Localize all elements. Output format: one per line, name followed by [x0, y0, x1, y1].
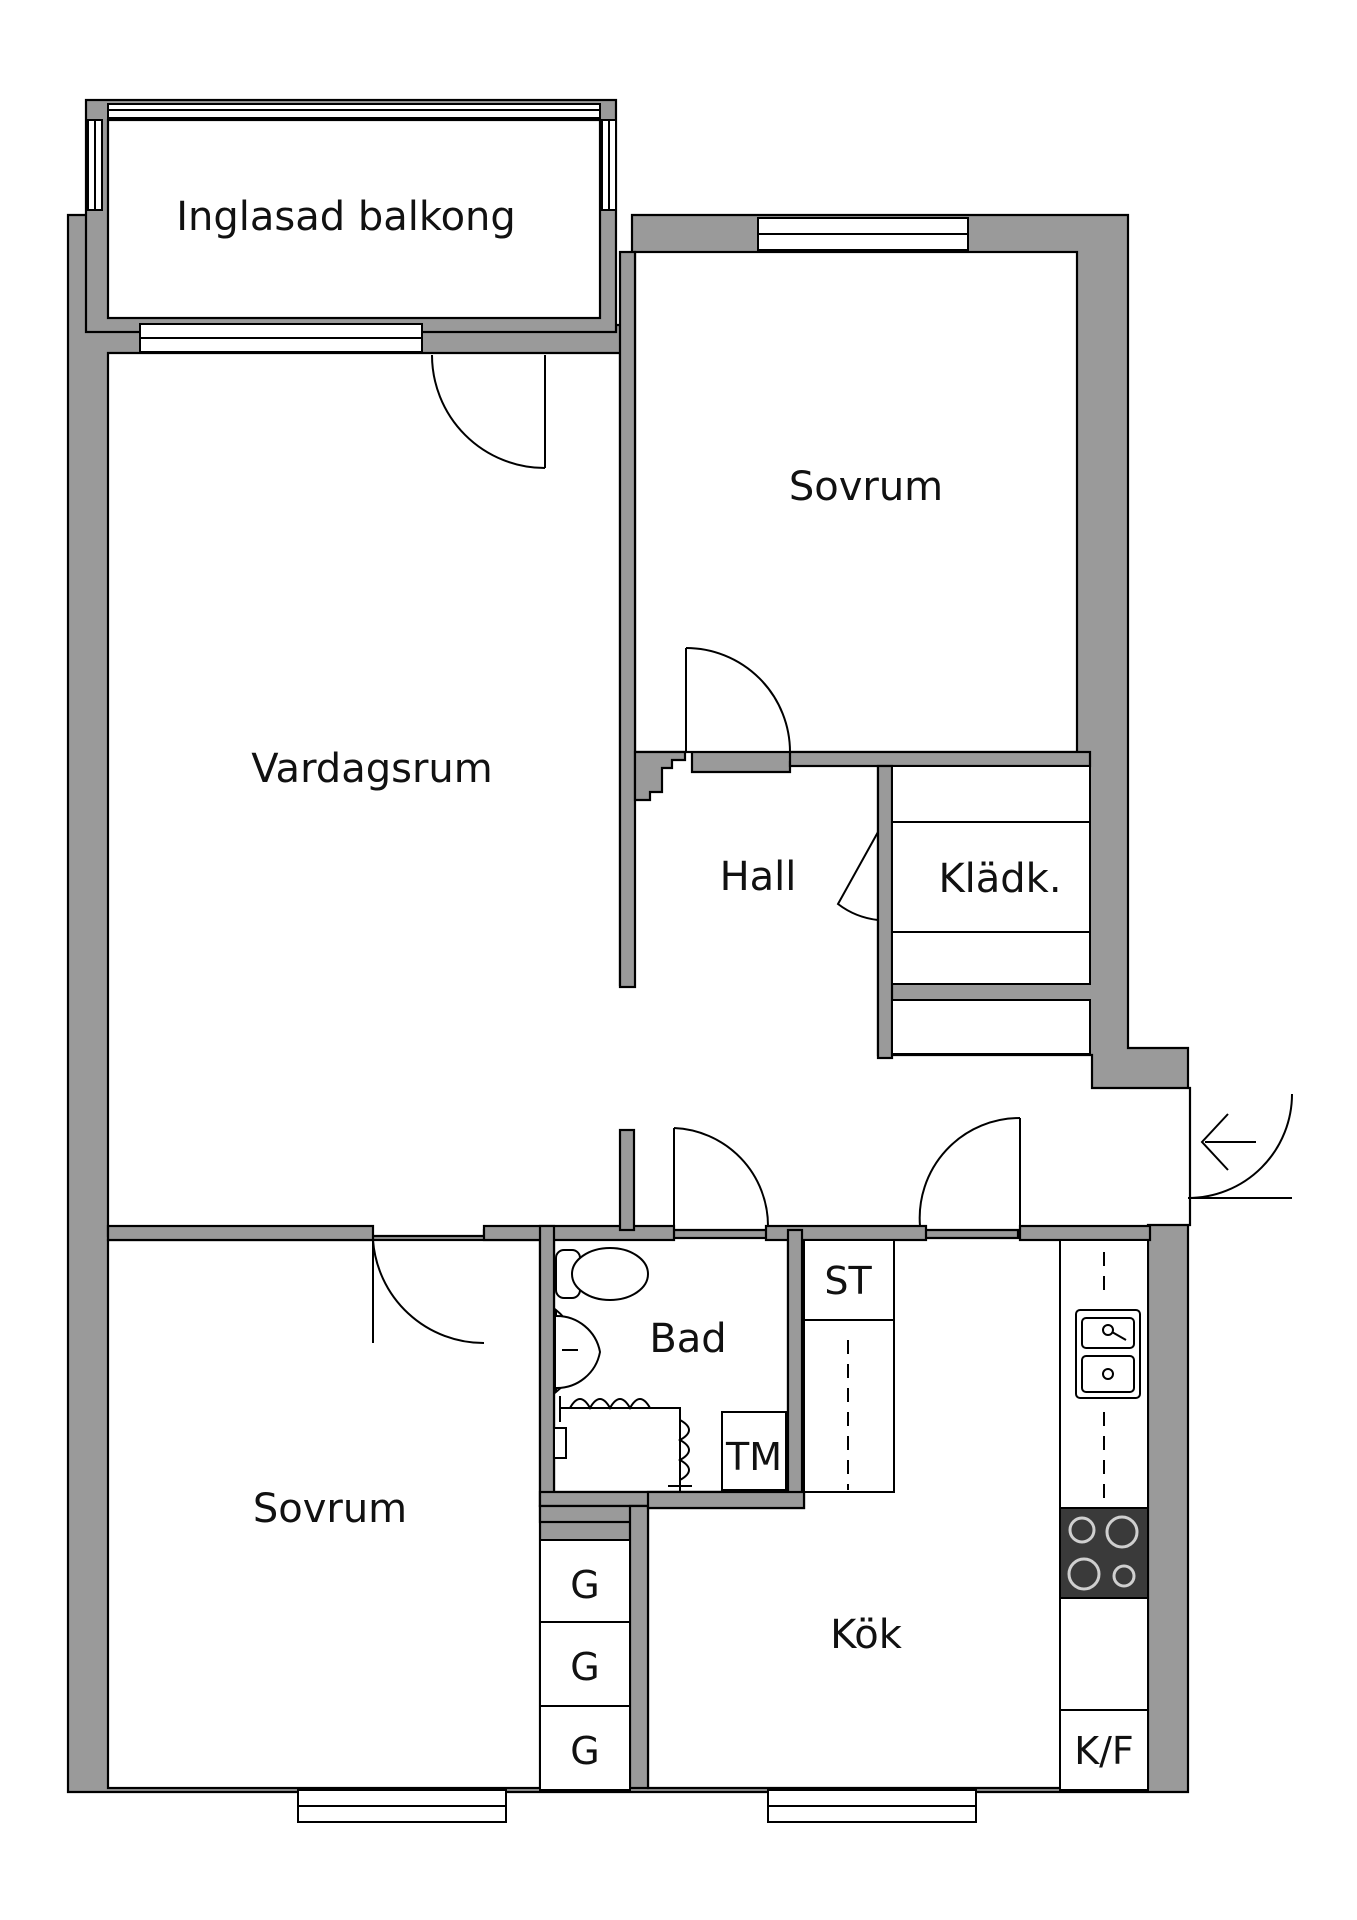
- fridge-freezer-box: [1059, 1709, 1149, 1791]
- label-hall: Hall: [720, 854, 797, 900]
- wardrobe-door: [836, 831, 879, 921]
- partition-bedroom-hall: [633, 750, 687, 802]
- bath-door-swing: [673, 1127, 770, 1227]
- label-wardrobe: Klädk.: [938, 856, 1061, 902]
- label-fridge-freezer: K/F: [1074, 1729, 1134, 1773]
- bedroom-top-door-swing: [685, 647, 791, 753]
- bath-wall-left: [538, 1224, 556, 1508]
- label-dryer: TM: [725, 1435, 782, 1479]
- closet-box-1: [539, 1539, 631, 1623]
- closet-wall-right: [628, 1504, 650, 1790]
- doors: [372, 354, 1293, 1345]
- label-closet-2: G: [570, 1645, 599, 1689]
- bedroom-top-area: [633, 250, 1079, 754]
- dryer-box: [721, 1411, 787, 1491]
- toilet-icon: [555, 1247, 649, 1301]
- bath-wall-right: [786, 1228, 804, 1508]
- hob-icon: [1059, 1507, 1149, 1599]
- windows: [87, 103, 977, 1823]
- partition-living-bedroom: [618, 250, 637, 989]
- storage-box: [803, 1239, 895, 1321]
- stub-wall: [618, 1128, 636, 1232]
- storage-cabinets: [539, 1239, 895, 1791]
- kitchen-sink-icon: [1075, 1309, 1141, 1399]
- partition-hall-kitchen: [1018, 1224, 1152, 1242]
- label-closet-3: G: [570, 1729, 599, 1773]
- label-balcony: Inglasad balkong: [176, 194, 516, 240]
- label-kitchen: Kök: [830, 1612, 903, 1658]
- partition-living-bedroom-bottom: [106, 1224, 375, 1242]
- label-bathroom: Bad: [649, 1316, 726, 1362]
- washbasin-icon: [555, 1307, 602, 1395]
- closet-box-3: [539, 1705, 631, 1791]
- wardrobe-shelves: [891, 765, 1091, 1055]
- kitchen-counter: [1059, 1239, 1149, 1791]
- kitchen-left-wall: [646, 1490, 806, 1510]
- label-storage: ST: [824, 1259, 872, 1303]
- bedroom-bottom-area: [106, 1238, 542, 1790]
- wardrobe-wall: [876, 764, 894, 1060]
- entrance-arrow-icon: [1200, 1113, 1256, 1171]
- partition-bedroom-hall-right: [788, 750, 1092, 768]
- balcony-area: [106, 118, 602, 320]
- bathroom-fixtures: [553, 1247, 787, 1492]
- label-closet-1: G: [570, 1563, 599, 1607]
- room-labels: Inglasad balkong Sovrum Vardagsrum Hall …: [176, 194, 1061, 1658]
- label-bedroom-bottom: Sovrum: [253, 1486, 407, 1532]
- kitchen-door-swing: [918, 1116, 1021, 1227]
- label-bedroom-top: Sovrum: [789, 464, 943, 510]
- entrance-door-swing: [1187, 1093, 1293, 1199]
- shower-icon: [553, 1396, 692, 1492]
- balcony-door-swing: [431, 354, 546, 469]
- bedroom-bottom-door-swing: [372, 1239, 485, 1345]
- fixture-labels: ST TM G G G K/F: [570, 1259, 1134, 1773]
- partition-living-bath: [482, 1224, 676, 1242]
- label-living-room: Vardagsrum: [251, 746, 492, 792]
